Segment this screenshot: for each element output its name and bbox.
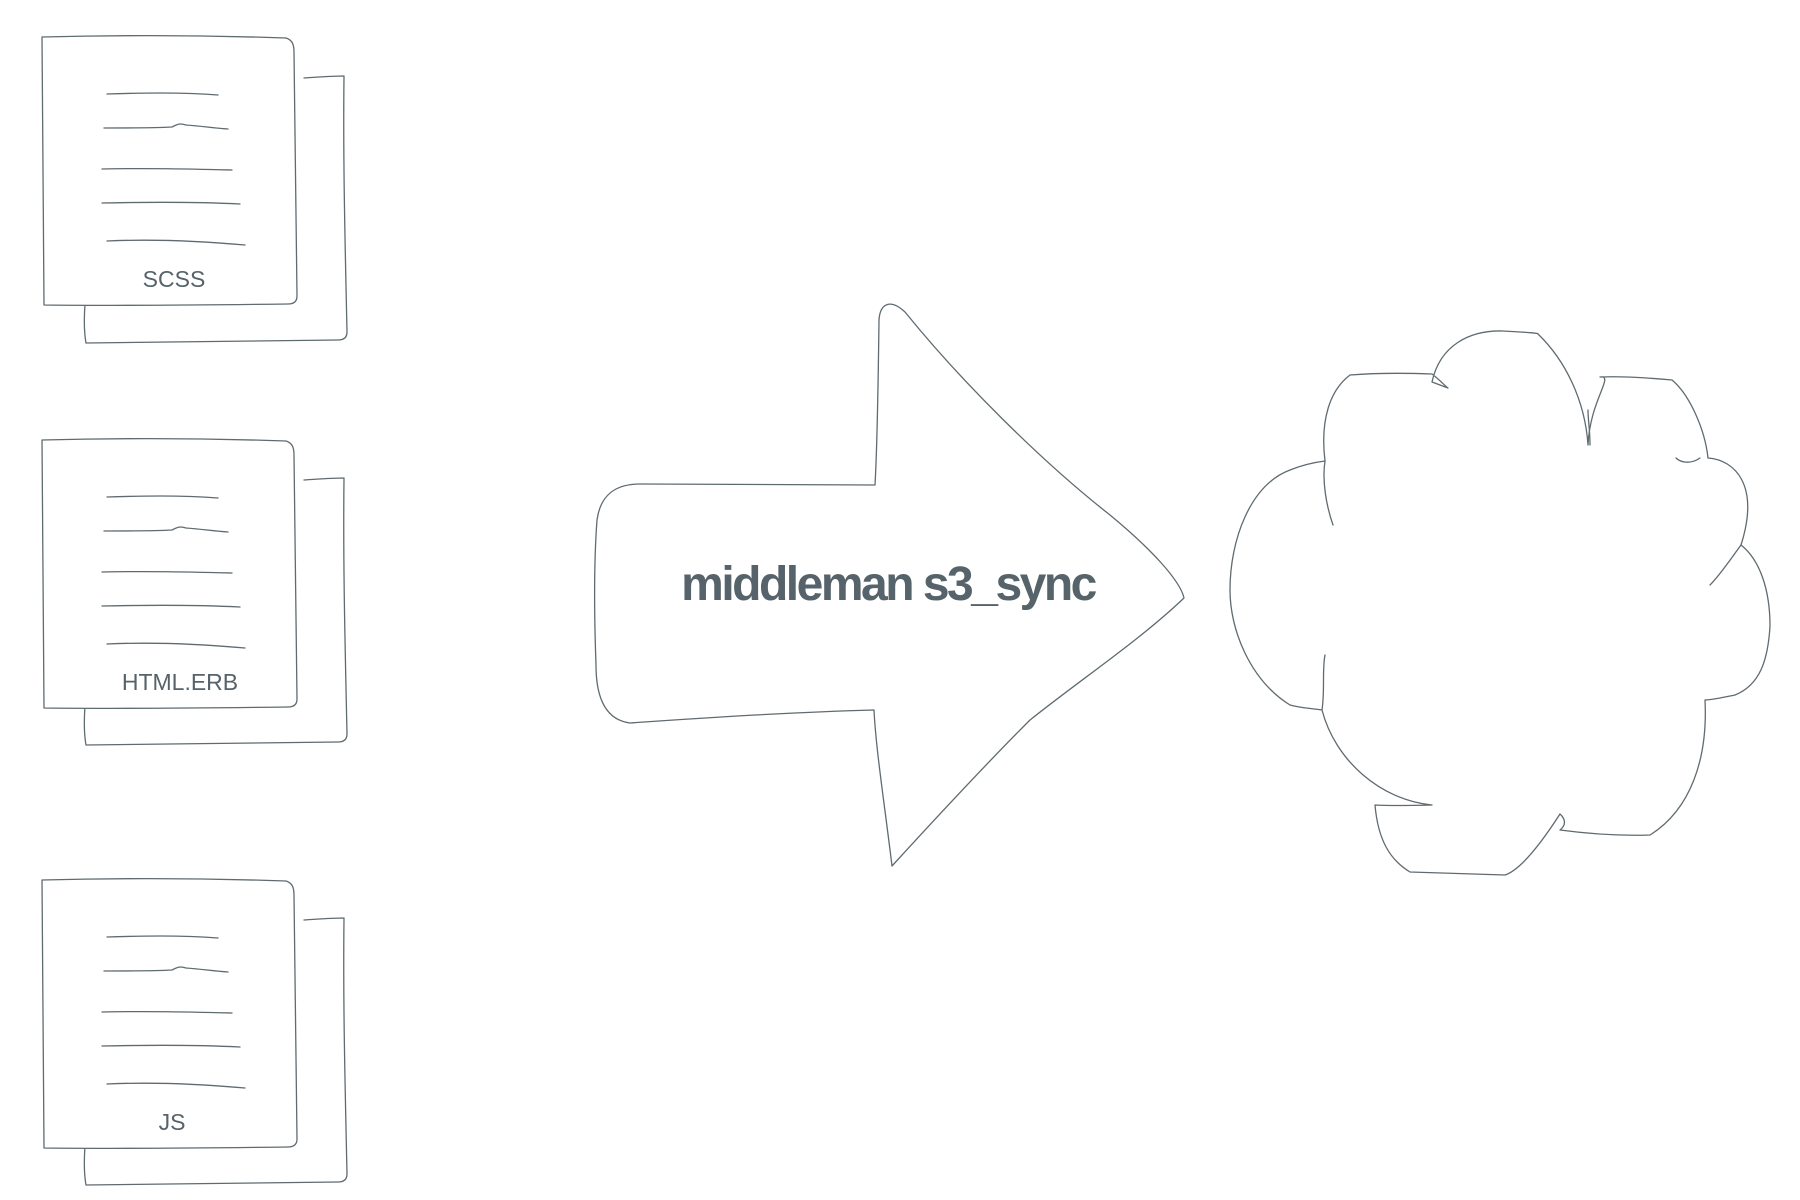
document-stack-js: JS [41, 877, 348, 1186]
document-stack-scss: SCSS [41, 34, 348, 344]
document-front-page [41, 34, 298, 307]
cloud-inner-lines [1321, 409, 1742, 711]
document-stack-html-erb: HTML.ERB [41, 437, 348, 746]
document-label: SCSS [143, 266, 206, 292]
document-text-lines [101, 92, 246, 246]
document-text-lines [101, 495, 246, 649]
document-front-page [41, 437, 298, 710]
document-label: JS [159, 1109, 186, 1135]
cloud-destination [1229, 330, 1771, 876]
cloud-icon [1229, 330, 1771, 876]
sync-arrow: middleman s3_sync [593, 303, 1185, 867]
document-text-lines [101, 935, 246, 1089]
arrow-label: middleman s3_sync [681, 558, 1097, 611]
document-front-page [41, 877, 298, 1150]
document-label: HTML.ERB [122, 669, 238, 695]
arrow-icon [593, 303, 1185, 867]
